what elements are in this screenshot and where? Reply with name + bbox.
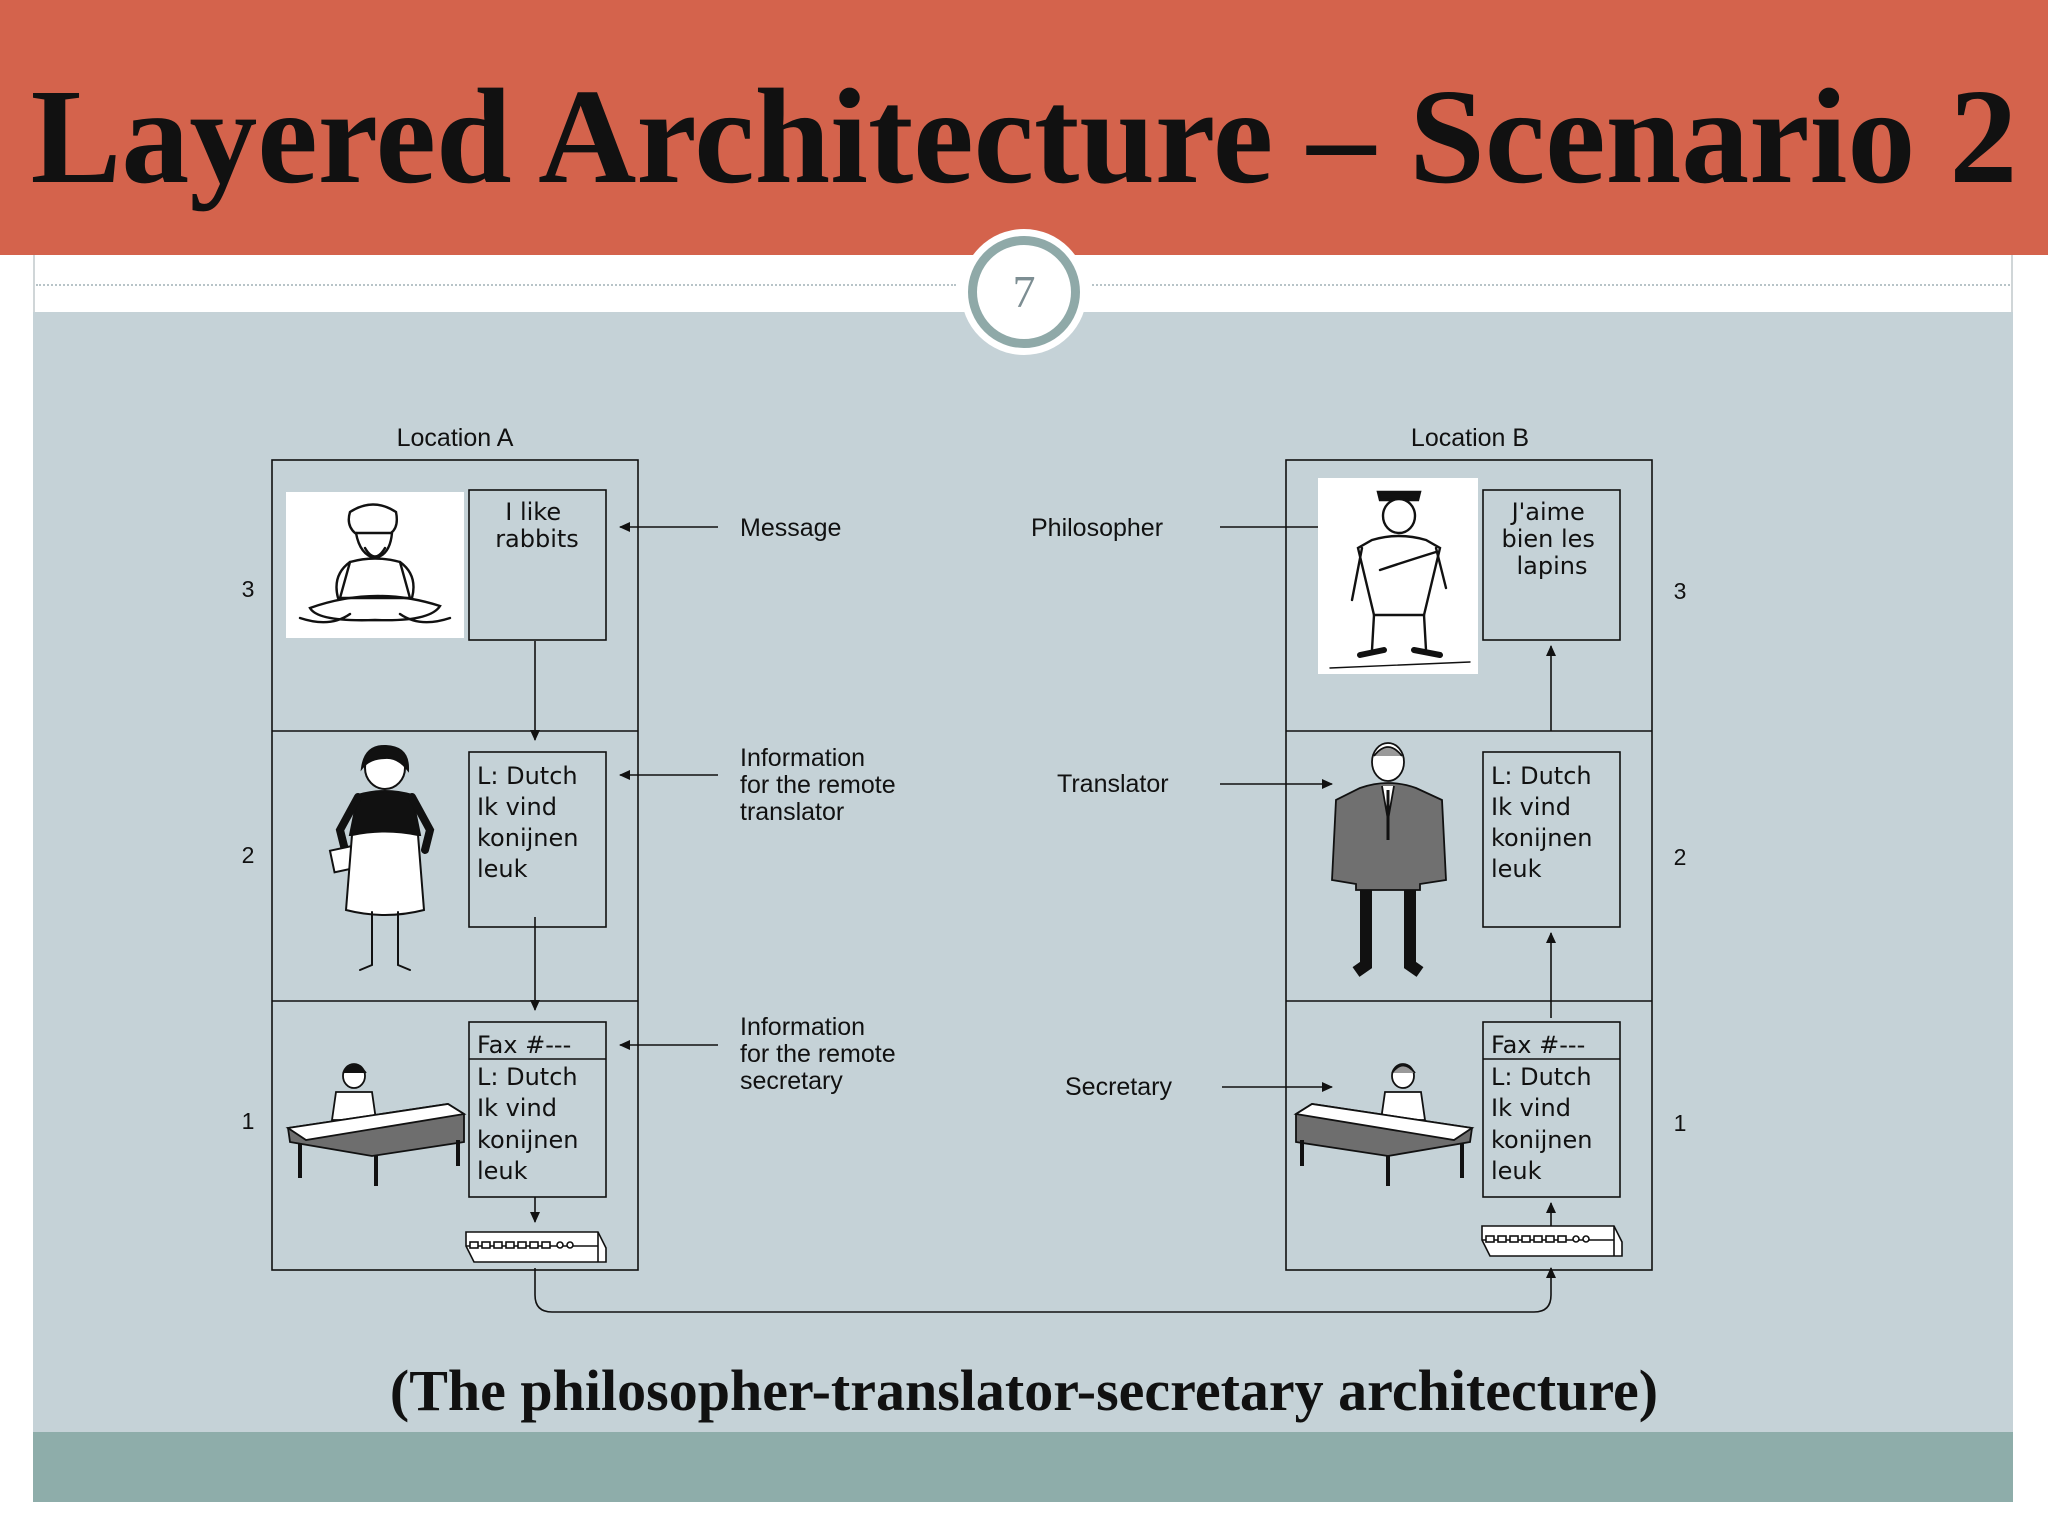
secretary-a-icon bbox=[285, 1063, 467, 1186]
fax-link-line bbox=[534, 1267, 1556, 1313]
info-translator-label: Information for the remote translator bbox=[740, 744, 903, 826]
info-secretary-label: Information for the remote secretary bbox=[740, 1013, 903, 1095]
secretary-label: Secretary bbox=[1065, 1073, 1172, 1101]
philosopher-a-icon bbox=[286, 492, 464, 638]
message-label: Message bbox=[740, 514, 841, 542]
location-b-label: Location B bbox=[1411, 424, 1529, 452]
divider-left bbox=[36, 284, 956, 286]
a-message-text: I like rabbits bbox=[495, 498, 579, 553]
b-message-box bbox=[1482, 489, 1621, 641]
layer-number-3-b: 3 bbox=[1674, 578, 1687, 604]
translator-b-icon bbox=[1331, 742, 1447, 977]
location-a-stack bbox=[271, 459, 639, 1271]
b-secretary-box bbox=[1482, 1021, 1621, 1198]
footer-bar bbox=[33, 1432, 2013, 1502]
title-bar bbox=[0, 0, 2048, 255]
divider-right bbox=[1092, 284, 2010, 286]
secretary-b-icon bbox=[1293, 1063, 1475, 1186]
a-fax-header: Fax #--- bbox=[477, 1031, 571, 1059]
a-translator-box bbox=[468, 751, 607, 928]
layer-number-1-a: 1 bbox=[242, 1108, 255, 1134]
translator-label: Translator bbox=[1057, 770, 1169, 798]
b-message-text: J'aime bien les lapins bbox=[1501, 498, 1602, 580]
location-b-stack bbox=[1285, 459, 1653, 1271]
b-translator-box bbox=[1482, 751, 1621, 928]
layer-number-3-a: 3 bbox=[242, 576, 255, 602]
slide-number-badge: 7 bbox=[968, 236, 1080, 348]
b-fax-header: Fax #--- bbox=[1491, 1031, 1585, 1059]
philosopher-b-icon bbox=[1318, 478, 1478, 674]
layer-number-2-a: 2 bbox=[242, 842, 255, 868]
layer-number-2-b: 2 bbox=[1674, 844, 1687, 870]
b-secretary-text: L: Dutch Ik vind konijnen leuk bbox=[1491, 1063, 1600, 1185]
a-translator-text: L: Dutch Ik vind konijnen leuk bbox=[477, 762, 586, 883]
a-message-box bbox=[468, 489, 607, 641]
location-a-label: Location A bbox=[397, 424, 514, 452]
slide-title: Layered Architecture – Scenario 2 bbox=[30, 62, 2018, 212]
fax-b-icon bbox=[1481, 1225, 1623, 1257]
a-secretary-box bbox=[468, 1021, 607, 1198]
layer-number-1-b: 1 bbox=[1674, 1110, 1687, 1136]
fax-a-icon bbox=[465, 1231, 607, 1263]
a-secretary-text: L: Dutch Ik vind konijnen leuk bbox=[477, 1063, 586, 1185]
translator-a-icon bbox=[328, 744, 435, 971]
b-translator-text: L: Dutch Ik vind konijnen leuk bbox=[1491, 762, 1600, 883]
diagram-caption: (The philosopher-translator-secretary ar… bbox=[389, 1358, 1659, 1423]
philosopher-label: Philosopher bbox=[1031, 514, 1163, 542]
